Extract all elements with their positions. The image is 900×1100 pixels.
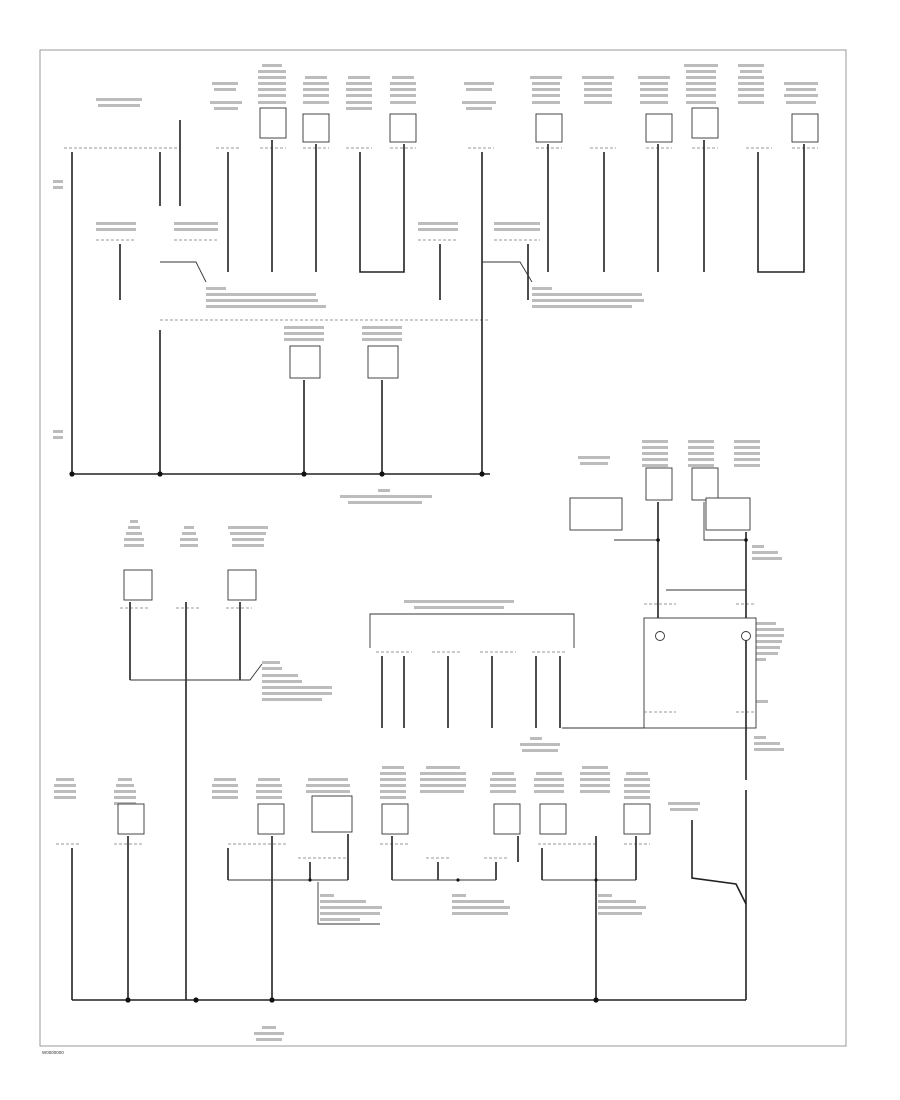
bottom-labels [54,766,700,1041]
bottom-splice-nodes [125,878,599,1003]
diagram-reference-code: W0000000 [42,1050,64,1055]
top-component-labels [53,64,818,504]
top-section [53,64,819,504]
middle-section [120,440,784,1000]
bottom-section [54,766,747,1041]
top-connectors [64,147,818,321]
bottom-wires [71,820,747,1001]
bottom-connectors [56,843,650,859]
middle-wires [129,502,751,1000]
bottom-component-boxes [117,795,651,835]
top-component-boxes [259,107,819,379]
middle-component-boxes [123,467,757,729]
diagram-frame [39,49,847,1047]
middle-labels [124,440,784,752]
top-wires [71,120,805,475]
top-splice-nodes [69,471,485,477]
